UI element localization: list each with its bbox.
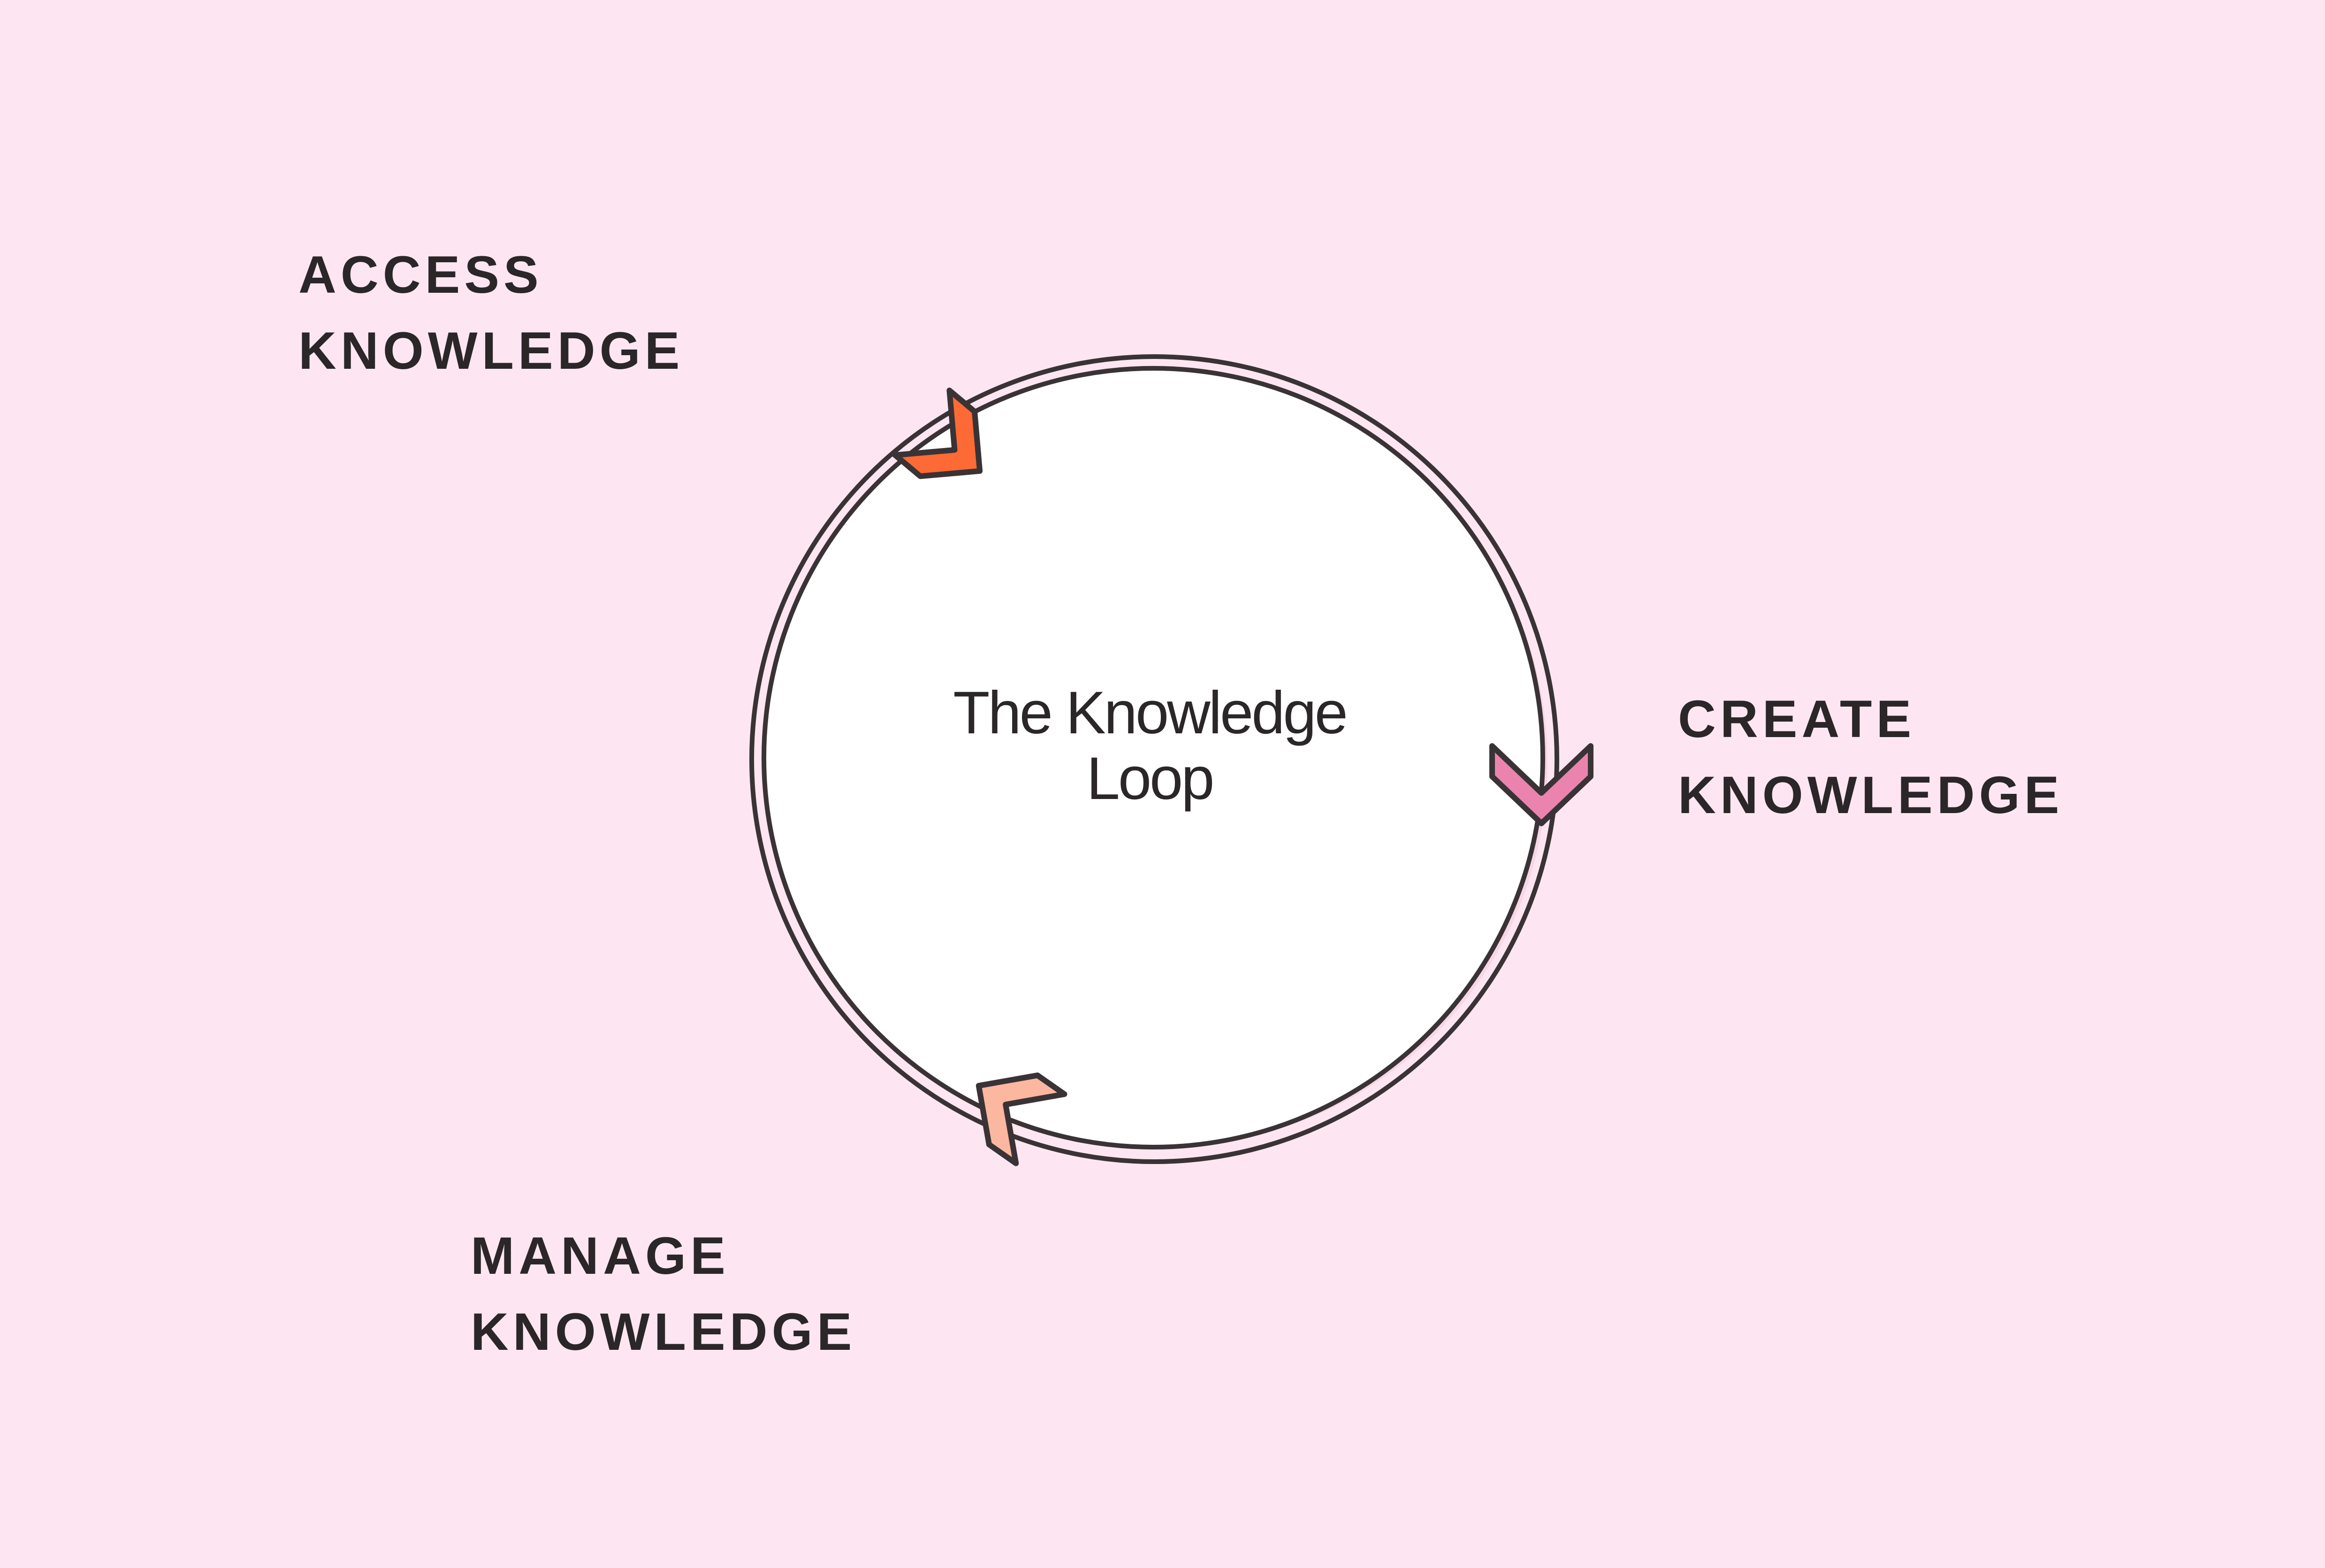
diagram-title-line-2: Loop bbox=[1086, 745, 1215, 812]
create-label-line-1: CREATE bbox=[1678, 690, 1916, 748]
manage-label-line-1: MANAGE bbox=[471, 1226, 730, 1285]
create-chevron-arrow-icon bbox=[1489, 743, 1593, 826]
manage-knowledge-label: MANAGE KNOWLEDGE bbox=[471, 1218, 856, 1370]
access-label-line-2: KNOWLEDGE bbox=[298, 321, 684, 380]
inner-circle bbox=[762, 366, 1545, 1149]
access-label-line-1: ACCESS bbox=[298, 245, 543, 304]
outer-loop-ring bbox=[749, 354, 1559, 1164]
create-knowledge-label: CREATE KNOWLEDGE bbox=[1678, 681, 2063, 833]
diagram-title: The Knowledge Loop bbox=[868, 680, 1431, 812]
manage-chevron-arrow-icon bbox=[976, 1072, 1067, 1166]
access-chevron-arrow-icon bbox=[892, 388, 983, 480]
diagram-title-line-1: The Knowledge bbox=[953, 679, 1348, 746]
manage-label-line-2: KNOWLEDGE bbox=[471, 1302, 856, 1361]
access-knowledge-label: ACCESS KNOWLEDGE bbox=[298, 237, 684, 389]
create-label-line-2: KNOWLEDGE bbox=[1678, 766, 2064, 824]
